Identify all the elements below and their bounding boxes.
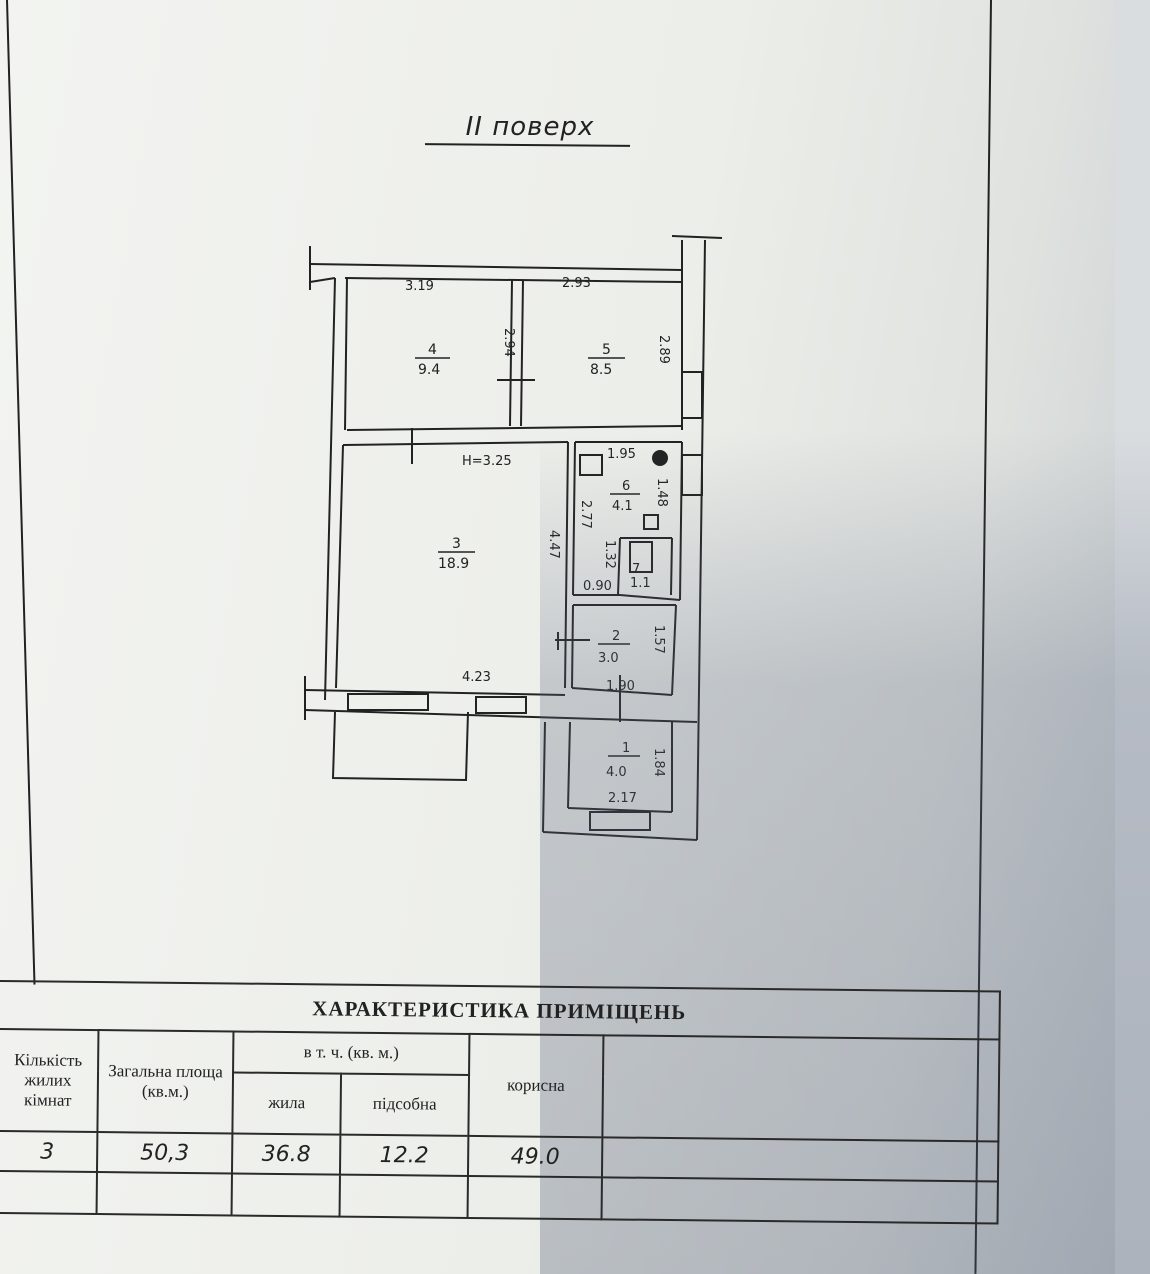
- room-5-number: 5: [602, 342, 611, 358]
- sink-fixture: [643, 514, 659, 530]
- room-5-top-dim: 2.93: [562, 276, 591, 291]
- room-2-side-dim: 1.57: [651, 625, 666, 654]
- room-3-side-dim: 4.47: [546, 530, 561, 559]
- wall-room7-bottom: [619, 594, 681, 601]
- room-5-label: 2.93 5 8.5 2.89: [562, 276, 671, 378]
- boiler-icon: [652, 450, 668, 466]
- window-room3-right: [475, 696, 527, 714]
- header-rooms-count: Кількість жилих кімнат: [0, 1029, 99, 1133]
- partition-4-5-inner: [520, 279, 524, 427]
- room-3-height: H=3.25: [462, 454, 512, 469]
- wall-right-outer: [696, 239, 706, 841]
- room-7-label: 1.32 0.90 7 1.1: [583, 540, 651, 594]
- room-7-bottom-dim: 0.90: [583, 579, 612, 594]
- wall-bottom-outer: [304, 709, 698, 723]
- room-6-top-dim: 1.95: [607, 447, 636, 462]
- wall-room1-left-outer: [542, 721, 546, 833]
- room-2-area: 3.0: [598, 651, 619, 666]
- room-4-top-dim: 3.19: [405, 279, 434, 294]
- wall-left-room4: [344, 277, 348, 431]
- window-room1: [589, 811, 651, 831]
- window-room5: [681, 371, 703, 419]
- room-1-side-dim: 1.84: [651, 748, 666, 777]
- room-6-number: 6: [622, 479, 630, 494]
- room-4-area: 9.4: [418, 362, 440, 378]
- wall-room7-right: [670, 537, 673, 596]
- value-rooms-count: 3: [0, 1131, 98, 1173]
- header-living: жила: [232, 1072, 342, 1135]
- floor-title: II поверх: [465, 112, 595, 142]
- header-empty: [602, 1035, 1000, 1142]
- room-1-area: 4.0: [606, 765, 627, 780]
- room-4-side-dim: 2.94: [501, 328, 516, 357]
- partition-4-5: [509, 279, 513, 427]
- empty-row-cell-4: [339, 1174, 468, 1218]
- room-7-number: 7: [632, 562, 640, 577]
- value-living: 36.8: [231, 1133, 341, 1175]
- room-3-number: 3: [452, 536, 461, 552]
- window-room6: [681, 454, 703, 496]
- wall-room6-left: [572, 441, 576, 596]
- room-5-area: 8.5: [590, 362, 612, 378]
- room-7-left-dim: 1.32: [602, 540, 617, 569]
- room-3-area: 18.9: [438, 556, 469, 572]
- balcony-outline: [331, 711, 469, 782]
- wall-mid-bottom: [342, 441, 569, 446]
- window-room3-left: [347, 693, 429, 711]
- value-empty: [601, 1137, 999, 1182]
- toilet-fixture: [629, 541, 653, 573]
- value-auxiliary: 12.2: [339, 1134, 469, 1176]
- room-6-left-dim: 2.77: [578, 500, 593, 529]
- room-1-number: 1: [622, 741, 630, 756]
- wall-stub-left: [309, 277, 336, 283]
- wall-room1-bottom: [567, 807, 673, 813]
- room-1-bottom-dim: 2.17: [608, 791, 637, 806]
- room-3-label: H=3.25 3 18.9 4.47 4.23: [438, 454, 561, 685]
- room-6-area: 4.1: [612, 499, 633, 514]
- wall-room1-left: [567, 721, 571, 809]
- value-total-area: 50,3: [96, 1132, 233, 1174]
- wall-mid-top: [346, 425, 683, 431]
- wall-left-room3: [335, 444, 344, 689]
- wall-room7-left: [617, 537, 621, 596]
- room-1-label: 1 4.0 1.84 2.17: [606, 741, 666, 806]
- empty-row-cell-3: [231, 1173, 340, 1217]
- wall-top-outer: [309, 263, 683, 271]
- room-2-number: 2: [612, 629, 620, 644]
- walls: [304, 235, 723, 841]
- value-useful: 49.0: [467, 1135, 603, 1178]
- room-4-number: 4: [428, 342, 437, 358]
- stove-fixture: [579, 454, 603, 476]
- room-6-side-dim: 1.48: [654, 478, 669, 507]
- empty-row-cell-6: [601, 1177, 998, 1224]
- wall-room3-right: [564, 441, 569, 689]
- room-7-area: 1.1: [630, 576, 651, 591]
- wall-left-outer: [324, 277, 336, 701]
- wall-room2-left: [571, 604, 574, 689]
- empty-row-cell-1: [0, 1171, 97, 1215]
- wall-top-inner: [344, 277, 683, 283]
- room-2-label: 2 3.0 1.57 1.90: [598, 625, 666, 694]
- header-auxiliary: підсобна: [340, 1073, 470, 1136]
- wall-room2-bottom: [571, 687, 673, 696]
- room-3-bottom-dim: 4.23: [462, 670, 491, 685]
- wall-room1-bottom-outer: [542, 831, 698, 841]
- wall-bottom-inner: [304, 689, 566, 696]
- room-4-label: 3.19 4 9.4 2.94: [405, 279, 516, 378]
- empty-row-cell-5: [467, 1175, 602, 1220]
- wall-room2-right: [671, 604, 677, 696]
- header-including: в т. ч. (кв. м.): [233, 1031, 470, 1075]
- header-total-area: Загальна площа (кв.м.): [97, 1030, 234, 1134]
- room-5-side-dim: 2.89: [656, 335, 671, 364]
- header-useful: корисна: [468, 1033, 604, 1138]
- characteristics-table: ХАРАКТЕРИСТИКА ПРИМІЩЕНЬ Кількість жилих…: [0, 980, 1001, 1224]
- floor-plan: 3.19 4 9.4 2.94 2.93 5 8.5 2.89 H=3.25 3…: [304, 235, 723, 841]
- room-2-bottom-dim: 1.90: [606, 679, 635, 694]
- empty-row-cell-2: [96, 1172, 232, 1216]
- wall-top-right-break: [671, 235, 723, 239]
- room-6-label: 1.95 6 4.1 1.48 2.77: [578, 447, 669, 529]
